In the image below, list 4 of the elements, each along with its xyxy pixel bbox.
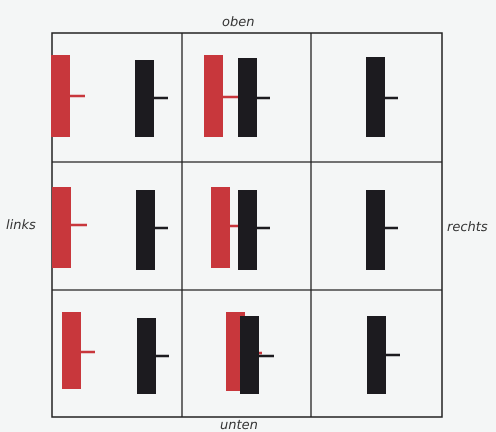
axis-label: rechts xyxy=(447,221,488,234)
axis-label: oben xyxy=(222,16,254,29)
axis-label: unten xyxy=(220,419,258,432)
axis-label: links xyxy=(6,219,36,232)
